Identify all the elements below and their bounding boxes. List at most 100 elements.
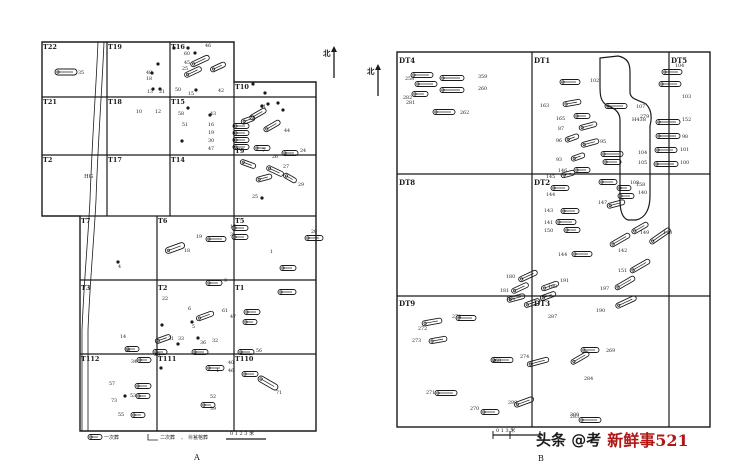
burial-outline-border (658, 81, 682, 87)
skull-mark (56, 70, 60, 74)
burial-outline (232, 144, 250, 150)
burial-number: 101 (680, 147, 689, 153)
burial-number: 273 (412, 338, 421, 344)
burial-outline (243, 309, 261, 315)
jar-burial-mark (193, 51, 197, 55)
burial-number: 9 (224, 278, 227, 284)
burial-outline (434, 390, 458, 396)
burial-outline-border (439, 87, 465, 93)
burial-outline-border (555, 219, 577, 225)
burial-outline-border (649, 227, 671, 245)
skull-mark (207, 281, 211, 285)
burial-outline (629, 258, 651, 274)
burial-outline (609, 232, 631, 248)
legend-secondary-icon (147, 434, 158, 441)
skull-mark (541, 296, 545, 300)
burial-number: 71 (276, 390, 282, 396)
burial-outline-border (550, 185, 570, 191)
burial-outline-border (570, 351, 590, 365)
skull-mark (234, 145, 238, 149)
caption-a: A (193, 453, 200, 462)
burial-outline-border (231, 225, 249, 231)
burial-outline-border (130, 412, 146, 418)
burial-outline (555, 219, 577, 225)
burial-outline (266, 165, 284, 177)
skull-mark (441, 76, 445, 80)
skull-mark (611, 242, 615, 246)
burial-outline (573, 113, 591, 119)
skull-mark (89, 435, 93, 439)
burial-outline-border (564, 133, 580, 143)
burial-number: 189 (548, 284, 557, 290)
burial-outline (580, 347, 600, 353)
burial-outline (655, 133, 681, 139)
burial-outline (506, 293, 526, 303)
burial-outline-border (573, 167, 591, 173)
burial-outline-border (439, 75, 465, 81)
jar-burial-mark (208, 113, 212, 117)
legend-secondary-label: 二次葬 (160, 434, 175, 441)
burial-outline-border (277, 289, 297, 295)
skeleton-line (566, 101, 577, 105)
burial-outline (232, 137, 250, 143)
skull-mark (257, 177, 261, 181)
skeleton-line (266, 123, 277, 130)
burial-outline (560, 208, 580, 214)
burial-number: 43 (210, 111, 216, 117)
burial-outline (134, 383, 152, 389)
jar-burial-mark (151, 87, 155, 91)
grid-label: T2 (158, 284, 167, 292)
burial-number: 191 (560, 278, 569, 284)
burial-outline (191, 349, 209, 355)
burial-number: 145 (546, 174, 555, 180)
burial-outline (237, 349, 255, 355)
burial-outline-border (455, 315, 477, 321)
burial-outline-border (614, 275, 636, 291)
burial-outline (281, 150, 299, 156)
skull-mark (166, 248, 170, 252)
burial-outline-border (518, 269, 538, 283)
skull-mark (413, 92, 417, 96)
burial-outline (455, 315, 477, 321)
burial-outline-border (580, 138, 600, 148)
burial-outline (152, 349, 168, 355)
burial-outline-border (434, 390, 458, 396)
burial-outline (232, 130, 250, 136)
skull-mark (192, 62, 196, 66)
burial-number: 197 (600, 286, 609, 292)
skull-mark (515, 402, 519, 406)
burial-outline-border (563, 227, 581, 233)
burial-number: 104 (638, 150, 647, 156)
burial-outline (614, 275, 636, 291)
skull-mark (259, 377, 263, 381)
burial-number: 18 (146, 76, 152, 82)
burial-outline (539, 291, 557, 301)
skeleton-line (252, 111, 263, 118)
burial-outline (571, 251, 593, 257)
grid-label: T18 (108, 98, 122, 106)
burial-outline-border (210, 61, 226, 73)
skull-mark (242, 119, 246, 123)
skull-mark (245, 310, 249, 314)
burial-outline (410, 72, 434, 78)
burial-outline (231, 234, 249, 240)
burial-outline-border (304, 235, 324, 241)
burial-number: 148 (663, 230, 672, 236)
burial-outline (580, 138, 600, 148)
burial-number: 95 (600, 139, 606, 145)
burial-number: 73 (111, 398, 117, 404)
burial-outline (617, 193, 635, 199)
ditch-line (87, 41, 105, 431)
burial-outline-border (152, 349, 168, 355)
burial-outline (570, 152, 586, 162)
burial-number: 6 (188, 306, 191, 312)
skull-mark (542, 286, 546, 290)
burial-number: 108 (630, 180, 639, 186)
burial-number: 26 (272, 154, 278, 160)
skull-mark (132, 413, 136, 417)
burial-number: 15 (188, 91, 194, 97)
north-label: 北 (367, 66, 375, 76)
burial-number: 46 (228, 368, 234, 374)
skull-mark (651, 239, 655, 243)
grid-label: T21 (43, 98, 57, 106)
